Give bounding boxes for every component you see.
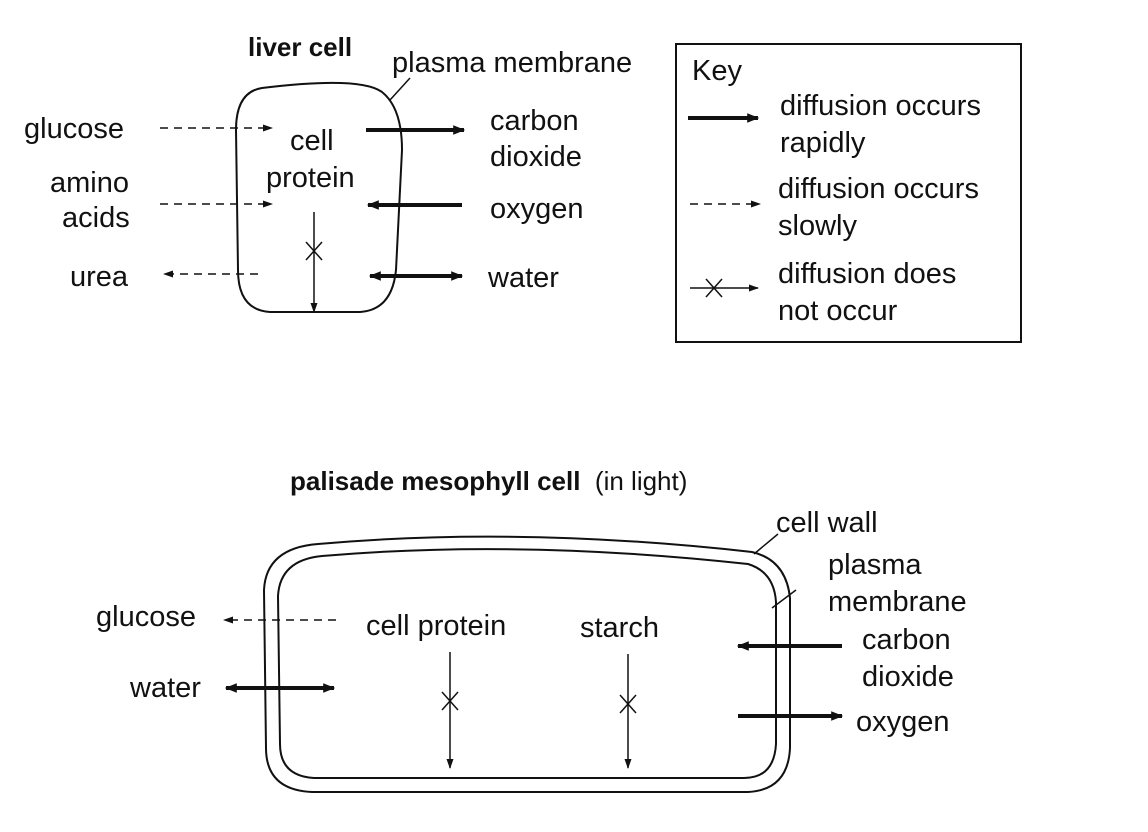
- cell-wall-label: cell wall: [776, 507, 878, 539]
- palisade-cell-wall: [262, 535, 791, 793]
- amino-acids-label-2: acids: [62, 202, 130, 234]
- liver-protein-no-diffusion-cross: [305, 241, 323, 261]
- liver-cell-protein-label-2: protein: [266, 162, 355, 194]
- liver-glucose-label: glucose: [24, 113, 124, 145]
- palisade-glucose-label: glucose: [96, 601, 196, 633]
- key-box: Key diffusion occurs rapidly diffusion o…: [675, 43, 1022, 343]
- liver-carbon-label: carbon: [490, 105, 579, 137]
- liver-water-label: water: [487, 262, 559, 294]
- liver-cell: liver cell plasma membrane cell protein …: [24, 32, 632, 313]
- palisade-membrane-pointer-line: [771, 589, 797, 609]
- palisade-oxygen-label: oxygen: [856, 706, 950, 738]
- palisade-subtitle: (in light): [595, 466, 687, 496]
- palisade-cell: palisade mesophyll cell (in light) cell …: [96, 466, 967, 793]
- palisade-protein-no-diffusion-cross: [441, 691, 459, 711]
- palisade-membrane-label-1: plasma: [828, 549, 922, 581]
- palisade-title: palisade mesophyll cell: [290, 466, 580, 496]
- cell-wall-pointer-line: [753, 533, 779, 555]
- liver-cell-membrane: [234, 81, 404, 313]
- starch-no-diffusion-cross: [619, 694, 637, 714]
- key-title: Key: [692, 55, 742, 87]
- key-slow-label-2: slowly: [778, 210, 857, 242]
- key-slow-label-1: diffusion occurs: [778, 173, 979, 205]
- palisade-dioxide-label: dioxide: [862, 661, 954, 693]
- key-rapid-label-1: diffusion occurs: [780, 90, 981, 122]
- liver-membrane-label: plasma membrane: [392, 47, 632, 79]
- palisade-carbon-label: carbon: [862, 624, 951, 656]
- key-none-cross: [705, 278, 723, 298]
- amino-acids-label-1: amino: [50, 167, 129, 199]
- liver-cell-title: liver cell: [248, 32, 352, 62]
- palisade-cell-protein-label: cell protein: [366, 610, 506, 642]
- liver-oxygen-label: oxygen: [490, 193, 584, 225]
- liver-cell-protein-label-1: cell: [290, 125, 334, 157]
- liver-dioxide-label: dioxide: [490, 141, 582, 173]
- palisade-water-label: water: [129, 672, 201, 704]
- urea-label: urea: [70, 261, 129, 293]
- palisade-membrane-label-2: membrane: [828, 586, 967, 618]
- key-none-label-2: not occur: [778, 295, 898, 327]
- palisade-title-line: palisade mesophyll cell (in light): [290, 466, 687, 496]
- key-none-label-1: diffusion does: [778, 258, 956, 290]
- key-rapid-label-2: rapidly: [780, 127, 866, 159]
- starch-label: starch: [580, 612, 659, 644]
- palisade-plasma-membrane: [276, 548, 777, 779]
- membrane-pointer-line: [389, 77, 411, 101]
